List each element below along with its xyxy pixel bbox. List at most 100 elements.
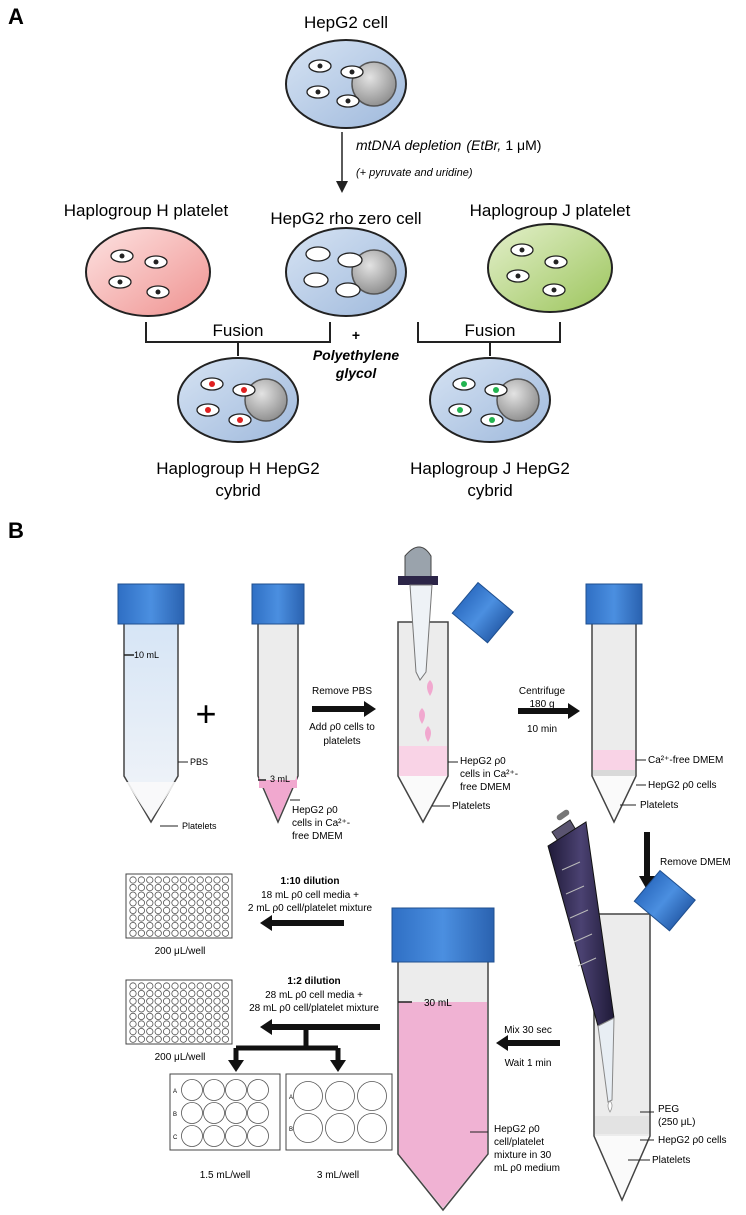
tube5-peg-line2: (250 μL) bbox=[658, 1117, 695, 1128]
plus-sign: + bbox=[352, 327, 360, 343]
step3-label: Remove DMEM bbox=[660, 857, 731, 868]
well bbox=[137, 929, 145, 937]
well bbox=[171, 1005, 179, 1013]
well bbox=[129, 982, 137, 990]
plate-row-letter: A bbox=[173, 1089, 177, 1095]
well bbox=[188, 982, 196, 990]
well bbox=[163, 891, 171, 899]
big-tube-label-line1: HepG2 ρ0 bbox=[494, 1124, 540, 1135]
platelet-j bbox=[487, 223, 613, 313]
drop bbox=[427, 680, 433, 696]
well bbox=[154, 1035, 162, 1043]
well bbox=[163, 921, 171, 930]
well bbox=[293, 1081, 323, 1111]
well bbox=[146, 906, 154, 915]
well bbox=[129, 997, 137, 1005]
well bbox=[213, 1012, 221, 1021]
well bbox=[179, 921, 187, 930]
well bbox=[247, 1079, 269, 1101]
well bbox=[213, 997, 221, 1005]
tube3-platelets-label: Platelets bbox=[452, 801, 490, 812]
tube-centrifuged bbox=[585, 583, 643, 824]
cybrid-j-label-line1: Haplogroup J HepG2 bbox=[410, 459, 570, 478]
well bbox=[137, 1035, 145, 1043]
well bbox=[205, 1005, 213, 1013]
tube1-platelets-label: Platelets bbox=[182, 821, 217, 831]
tube-30ml bbox=[391, 907, 495, 1212]
well bbox=[163, 876, 171, 884]
well bbox=[205, 1028, 213, 1036]
well bbox=[179, 914, 187, 922]
tube2-label-line1: HepG2 ρ0 bbox=[292, 805, 338, 816]
nucleus-icon bbox=[351, 249, 397, 295]
well bbox=[129, 899, 137, 907]
well bbox=[154, 1005, 162, 1013]
plate-row-letter: C bbox=[173, 1135, 178, 1141]
well bbox=[163, 883, 171, 892]
well bbox=[171, 1012, 179, 1021]
well bbox=[188, 1035, 196, 1043]
mitochondria-icon bbox=[306, 59, 364, 108]
plate12-label: 1.5 mL/well bbox=[200, 1170, 251, 1181]
well bbox=[213, 876, 221, 884]
tube3-label-line3: free DMEM bbox=[460, 782, 511, 793]
well bbox=[213, 899, 221, 907]
well bbox=[146, 1012, 154, 1021]
big-tube-label-line4: mL ρ0 medium bbox=[494, 1163, 560, 1174]
step1-line3: platelets bbox=[323, 736, 360, 747]
well bbox=[154, 899, 162, 907]
well bbox=[205, 982, 213, 990]
well bbox=[196, 906, 204, 915]
mitochondria-icon bbox=[196, 377, 256, 427]
well bbox=[188, 989, 196, 998]
well bbox=[171, 989, 179, 998]
plate-row-letter: B bbox=[173, 1112, 177, 1118]
well bbox=[196, 982, 204, 990]
cybrid-j bbox=[429, 357, 551, 443]
well bbox=[171, 876, 179, 884]
tube-cap bbox=[251, 583, 305, 625]
dil2-line2: 28 mL ρ0 cell/platelet mixture bbox=[249, 1003, 379, 1014]
panel-a-label: A bbox=[8, 4, 24, 29]
well bbox=[213, 891, 221, 899]
well bbox=[154, 914, 162, 922]
well bbox=[129, 883, 137, 892]
tube-mixing bbox=[397, 546, 514, 824]
well bbox=[163, 997, 171, 1005]
well bbox=[146, 1035, 154, 1043]
well bbox=[129, 1020, 137, 1028]
plate-row-letter: A bbox=[289, 1095, 293, 1101]
well bbox=[163, 1005, 171, 1013]
tube2-label-line2: cells in Ca²⁺- bbox=[292, 818, 350, 829]
depletion-supplement: (+ pyruvate and uridine) bbox=[356, 167, 473, 179]
well bbox=[205, 891, 213, 899]
tube4-platelets-label: Platelets bbox=[640, 800, 678, 811]
well bbox=[154, 883, 162, 892]
well bbox=[171, 1035, 179, 1043]
plate1-label: 200 μL/well bbox=[155, 946, 206, 957]
well bbox=[205, 906, 213, 915]
well bbox=[129, 876, 137, 884]
step1-arrow bbox=[312, 701, 376, 717]
well bbox=[221, 914, 229, 922]
well bbox=[171, 997, 179, 1005]
dil2-title: 1:2 dilution bbox=[287, 976, 340, 987]
well bbox=[221, 1035, 229, 1043]
well bbox=[221, 891, 229, 899]
well bbox=[188, 921, 196, 930]
tube4-dmem-label: Ca²⁺-free DMEM bbox=[648, 755, 723, 766]
well bbox=[293, 1113, 323, 1143]
dil1-arrow bbox=[260, 915, 344, 931]
dil1-line1: 18 mL ρ0 cell media + bbox=[261, 890, 359, 901]
well bbox=[163, 1012, 171, 1021]
well bbox=[196, 1020, 204, 1028]
step2-line2: 180 g bbox=[529, 699, 554, 710]
rho-zero-cell bbox=[285, 227, 407, 317]
well bbox=[129, 1028, 137, 1036]
well bbox=[213, 906, 221, 915]
well bbox=[205, 921, 213, 930]
panel-b: B 10 mL PBS Platelets + 3 mL HepG2 ρ0 ce… bbox=[8, 518, 731, 1212]
dropper-icon bbox=[398, 546, 438, 681]
well bbox=[137, 1012, 145, 1021]
well bbox=[171, 982, 179, 990]
